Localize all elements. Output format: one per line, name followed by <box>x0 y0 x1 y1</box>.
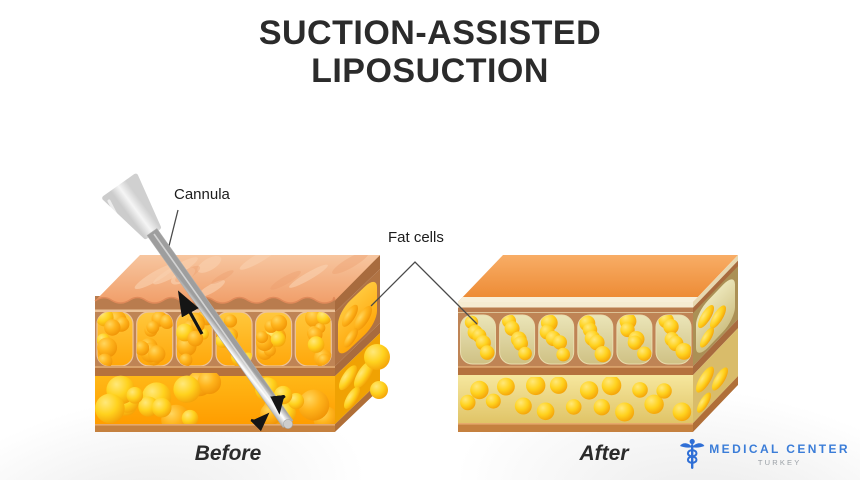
after-block <box>458 255 738 432</box>
fat-cells-label: Fat cells <box>388 229 444 246</box>
fat-cell <box>619 315 652 361</box>
cannula-label: Cannula <box>174 186 230 203</box>
title-line1: SUCTION-ASSISTED <box>258 14 602 52</box>
fat-cell <box>579 315 611 363</box>
fat-cell <box>502 315 532 361</box>
dermis-layer <box>458 307 693 314</box>
logo-country: TURKEY <box>757 458 802 467</box>
caduceus-icon <box>680 438 705 469</box>
fat-cell <box>539 315 570 362</box>
healed-skin-top-face <box>458 255 738 302</box>
before-block <box>94 255 390 432</box>
fat-cell <box>305 312 332 366</box>
fat-intake-arrows <box>250 394 286 432</box>
title-line2: LIPOSUCTION <box>311 52 549 90</box>
suction-direction-arrow <box>177 290 204 335</box>
after-caption: After <box>579 442 629 465</box>
fat-cell <box>464 315 495 360</box>
logo-name: MEDICAL CENTER <box>709 442 850 456</box>
fat-cell-layer <box>458 313 693 366</box>
fat-cell <box>136 312 173 366</box>
epidermis-top-face <box>95 255 380 303</box>
cannula <box>102 173 294 432</box>
before-caption: Before <box>194 442 262 465</box>
medical-center-logo: MEDICAL CENTER TURKEY <box>679 436 850 471</box>
fat-cell <box>658 315 691 360</box>
fat-cell <box>255 314 288 360</box>
cannula-tip <box>283 419 293 429</box>
fat-cell <box>97 312 130 366</box>
fat-cells-pointer-lines <box>370 261 478 325</box>
